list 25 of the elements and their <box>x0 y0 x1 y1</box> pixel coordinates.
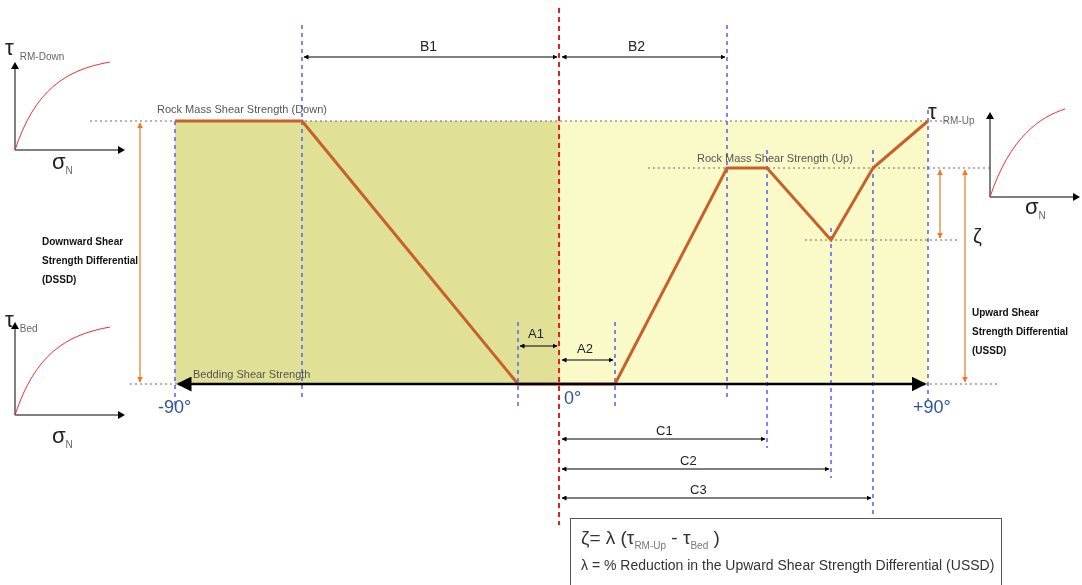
formula-box <box>570 518 1002 585</box>
dimension-label: C2 <box>680 454 697 469</box>
axis-label: τ $_{RM-Down}$ <box>5 36 65 63</box>
axis-label: σ$_{N}$ <box>52 150 73 177</box>
angle-label: -90° <box>158 398 192 418</box>
angle-label: +90° <box>913 398 951 418</box>
axis-label: σ$_{N}$ <box>52 424 73 451</box>
axis-label: τ $_{Bed}$ <box>5 308 38 335</box>
line-label: Rock Mass Shear Strength (Down) <box>157 103 327 116</box>
axis-label: σ$_{N}$ <box>1025 195 1046 222</box>
line-label: Rock Mass Shear Strength (Up) <box>697 152 853 165</box>
dimension-label: C3 <box>690 483 707 498</box>
definition-text: λ = % Reduction in the Upward Shear Strength Differential (USSD) <box>581 557 995 573</box>
dimension-label: B2 <box>628 39 646 55</box>
dimension-label: A1 <box>528 327 544 342</box>
axis-label: τ $_{RM-Up}$ <box>928 100 975 127</box>
dimension-label: C1 <box>656 424 673 439</box>
dimension-label: Upward Shear Strength Differential (USSD) <box>972 306 1070 358</box>
dimension-label: ζ <box>973 225 982 247</box>
dimension-label: A2 <box>577 342 593 357</box>
dimension-label: Downward Shear Strength Differential (DSSD) <box>42 235 140 287</box>
angle-label: 0° <box>564 389 582 409</box>
formula-text: ζ= λ (τ$_{RM-Up}$ - τ$_{Bed}$ ) <box>581 527 720 551</box>
line-label: Bedding Shear Strength <box>193 368 311 381</box>
dimension-label: B1 <box>420 39 438 55</box>
